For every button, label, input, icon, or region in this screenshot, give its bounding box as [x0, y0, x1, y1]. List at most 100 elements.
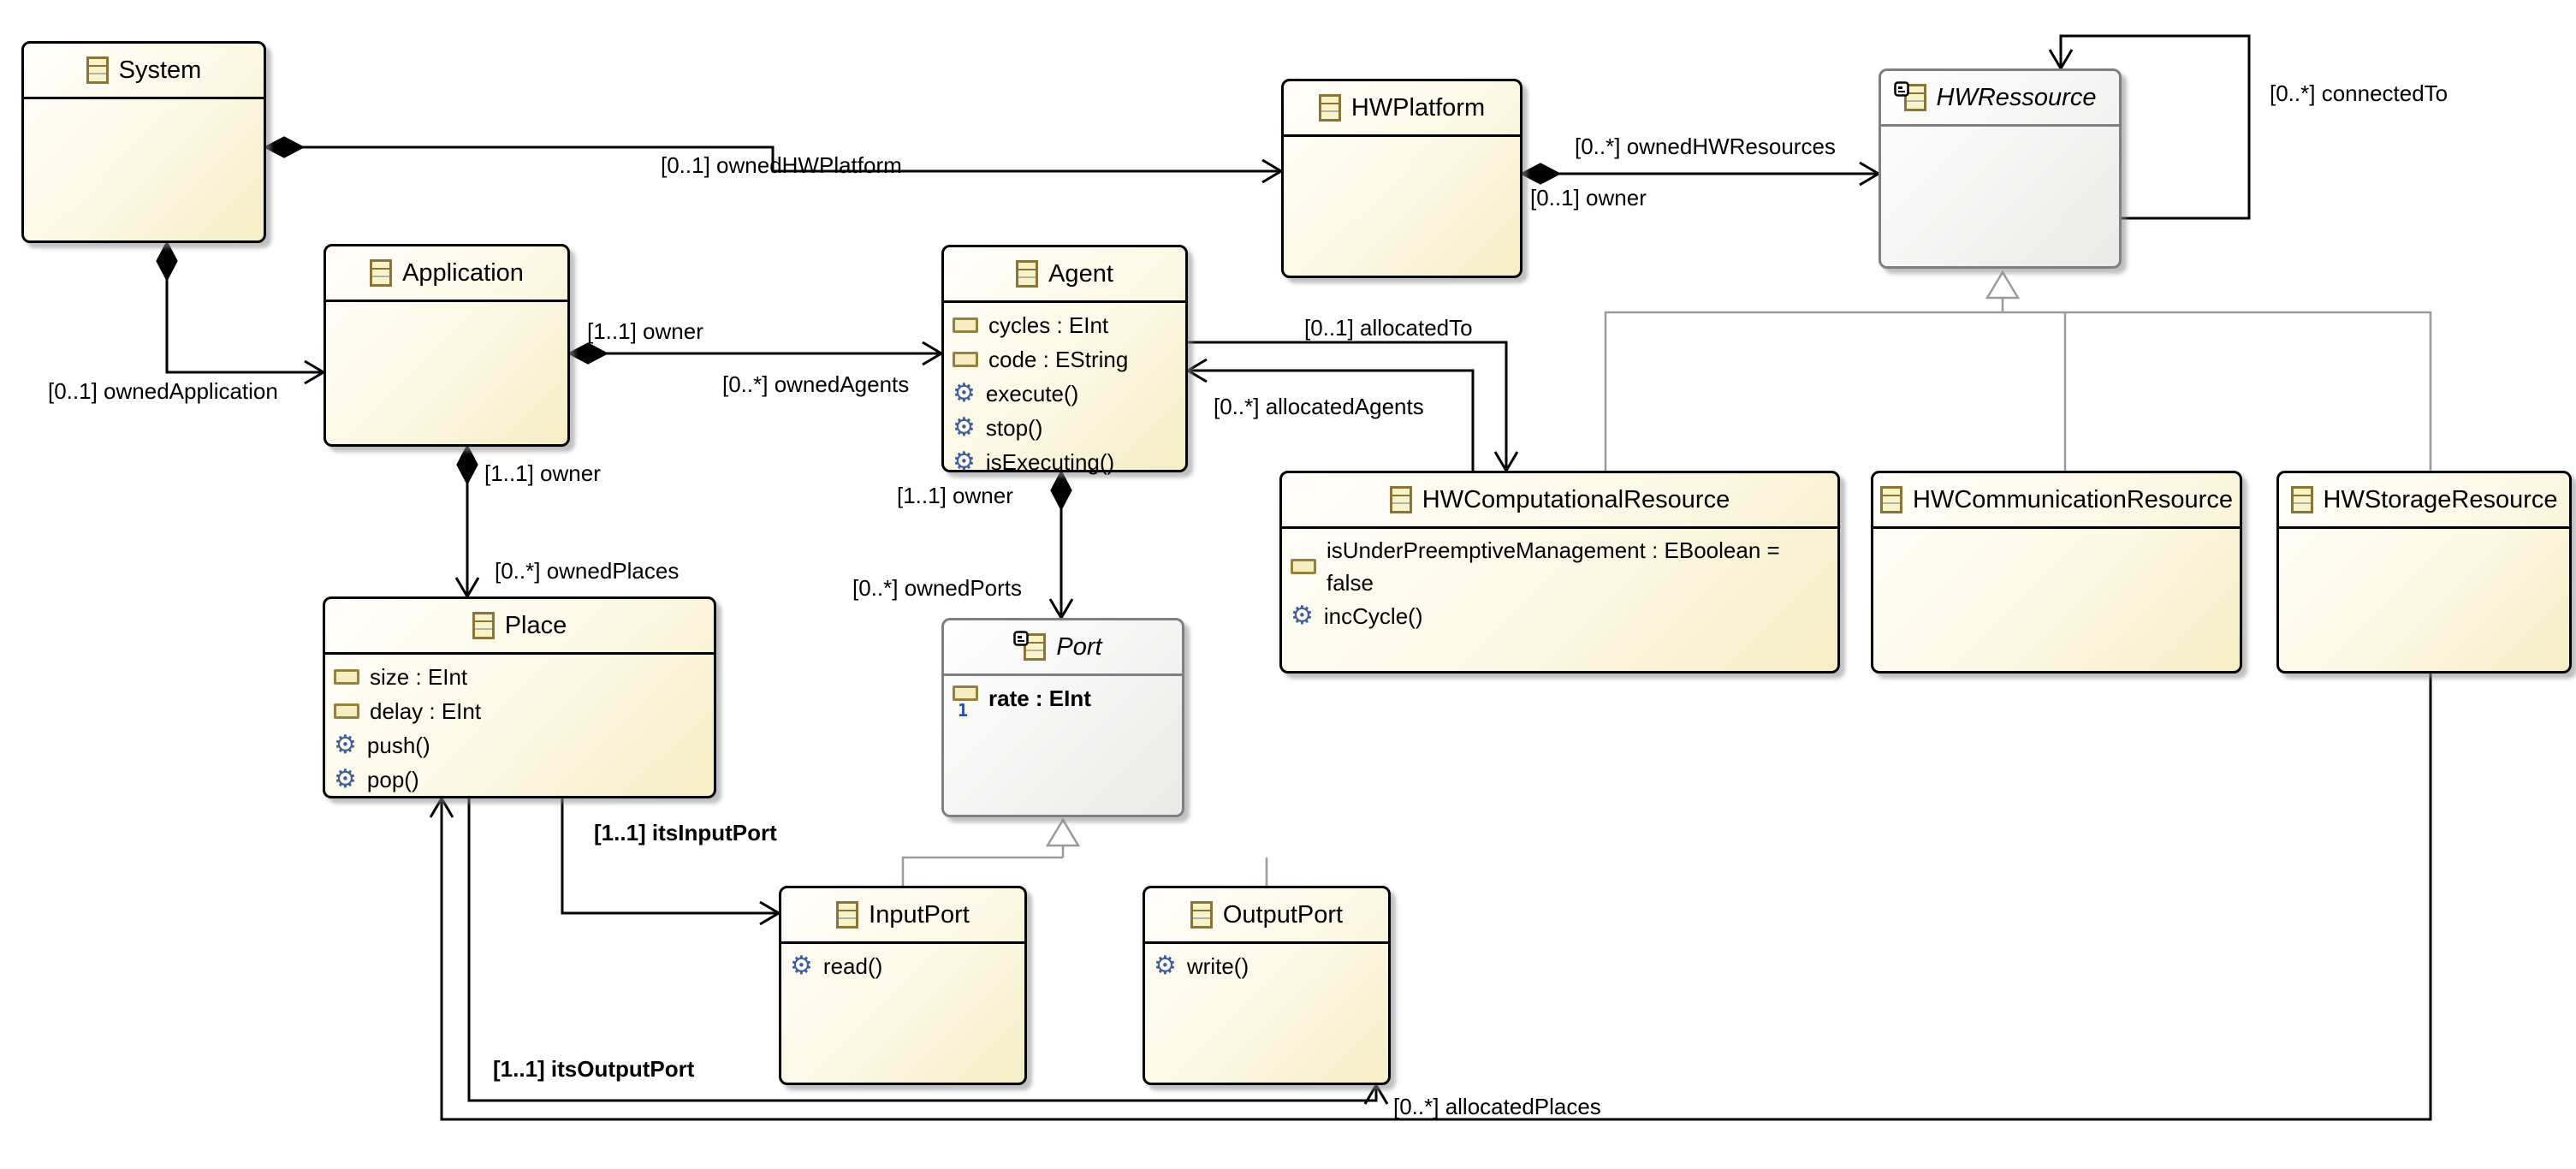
label-owner-application-agent[interactable]: [1..1] owner — [587, 318, 703, 344]
edge-generalization-hwressource[interactable] — [1604, 270, 2432, 471]
class-agent-header: Agent — [944, 247, 1185, 303]
operation-row[interactable]: ⚙ stop() — [953, 412, 1043, 442]
edge-allocated-agents[interactable] — [1185, 358, 1475, 471]
operation-row[interactable]: ⚙ write() — [1154, 951, 1249, 981]
class-inputport-header: InputPort — [781, 888, 1024, 944]
operation-row[interactable]: ⚙ execute() — [953, 378, 1079, 408]
abstract-badge-icon — [1013, 625, 1030, 653]
class-place[interactable]: Place size : EInt delay : EInt ⚙ push() … — [323, 596, 716, 798]
attribute-row[interactable]: delay : EInt — [334, 694, 710, 728]
operation-row[interactable]: ⚙ incCycle() — [1291, 601, 1423, 631]
label-owned-places[interactable]: [0..*] ownedPlaces — [495, 558, 680, 584]
operation-row[interactable]: ⚙ pop() — [334, 764, 419, 794]
eclass-icon — [472, 612, 495, 639]
label-owned-agents[interactable]: [0..*] ownedAgents — [722, 371, 910, 397]
class-outputport[interactable]: OutputPort ⚙ write() — [1143, 886, 1391, 1085]
class-title: Place — [504, 611, 567, 639]
class-inputport[interactable]: InputPort ⚙ read() — [779, 886, 1027, 1085]
class-system[interactable]: System — [21, 41, 266, 243]
class-title: HWRessource — [1936, 83, 2097, 111]
class-hwstorageresource-header: HWStorageResource — [2279, 473, 2569, 529]
label-owner-agent-port[interactable]: [1..1] owner — [897, 483, 1013, 508]
eclass-icon — [86, 56, 109, 84]
attribute-row[interactable]: cycles : EInt — [953, 308, 1182, 342]
edge-allocated-places[interactable] — [429, 674, 2432, 1121]
eattribute-icon — [953, 317, 978, 333]
class-hwressource-header: HWRessource — [1881, 71, 2119, 127]
edge-owned-ports[interactable] — [1048, 469, 1074, 620]
class-hwplatform[interactable]: HWPlatform — [1281, 79, 1522, 278]
edge-generalization-port[interactable] — [901, 817, 1268, 886]
eoperation-gear-icon: ⚙ — [1154, 951, 1177, 981]
label-connected-to[interactable]: [0..*] connectedTo — [2270, 80, 2448, 106]
eclass-icon — [1880, 486, 1903, 513]
attribute-row[interactable]: size : EInt — [334, 660, 710, 694]
edge-owned-hw-resources[interactable] — [1519, 161, 1881, 187]
class-hwstorageresource[interactable]: HWStorageResource — [2276, 471, 2572, 674]
class-port-header: Port — [944, 620, 1182, 676]
eclass-icon — [1016, 260, 1039, 288]
eoperation-gear-icon: ⚙ — [334, 764, 357, 794]
label-allocated-to[interactable]: [0..1] allocatedTo — [1304, 315, 1473, 341]
abstract-badge-icon — [1893, 75, 1909, 104]
class-title: HWPlatform — [1350, 93, 1486, 122]
edge-owned-hw-platform[interactable] — [263, 136, 1284, 184]
label-owned-application[interactable]: [0..1] ownedApplication — [48, 378, 278, 404]
class-title: OutputPort — [1222, 900, 1344, 929]
attribute-row[interactable]: code : EString — [953, 342, 1182, 377]
class-application[interactable]: Application — [323, 244, 570, 447]
eattribute-icon — [334, 703, 359, 719]
label-owned-hw-platform[interactable]: [0..1] ownedHWPlatform — [661, 152, 902, 178]
attribute-row[interactable]: 1 rate : EInt — [953, 681, 1178, 721]
eclass-icon — [1389, 486, 1412, 513]
class-system-header: System — [24, 44, 264, 99]
edge-its-input-port[interactable] — [561, 798, 781, 926]
eclass-icon — [1893, 81, 1926, 111]
label-owned-hw-resources[interactable]: [0..*] ownedHWResources — [1575, 134, 1836, 159]
class-title: HWCommunicationResource — [1913, 485, 2233, 513]
eoperation-gear-icon: ⚙ — [953, 412, 976, 442]
operation-row[interactable]: ⚙ isExecuting() — [953, 447, 1115, 477]
class-hwcommunicationresource[interactable]: HWCommunicationResource — [1871, 471, 2242, 674]
class-agent[interactable]: Agent cycles : EInt code : EString ⚙ exe… — [941, 245, 1188, 475]
class-port[interactable]: Port 1 rate : EInt — [941, 618, 1184, 817]
eoperation-gear-icon: ⚙ — [1291, 601, 1314, 631]
edge-its-output-port[interactable] — [467, 798, 1389, 1105]
class-title: HWComputationalResource — [1422, 485, 1730, 513]
label-owner-application-place[interactable]: [1..1] owner — [484, 460, 601, 486]
edge-owned-agents[interactable] — [567, 341, 944, 366]
label-owned-ports[interactable]: [0..*] ownedPorts — [852, 575, 1022, 601]
class-application-header: Application — [326, 246, 567, 302]
eattribute-icon — [334, 669, 359, 685]
eattribute-icon — [1291, 559, 1316, 574]
class-hwcomputationalresource-header: HWComputationalResource — [1282, 473, 1837, 529]
eattribute-icon — [953, 352, 978, 367]
class-title: Port — [1056, 632, 1102, 661]
class-title: Application — [402, 258, 524, 287]
label-its-input-port[interactable]: [1..1] itsInputPort — [594, 820, 777, 846]
class-place-header: Place — [325, 599, 714, 655]
label-allocated-places[interactable]: [0..*] allocatedPlaces — [1393, 1094, 1601, 1119]
attribute-row[interactable]: isUnderPreemptiveManagement : EBoolean =… — [1291, 534, 1834, 599]
class-title: HWStorageResource — [2323, 485, 2558, 513]
label-its-output-port[interactable]: [1..1] itsOutputPort — [493, 1056, 695, 1082]
eoperation-gear-icon: ⚙ — [953, 378, 976, 408]
class-hwcomputationalresource[interactable]: HWComputationalResource isUnderPreemptiv… — [1279, 471, 1840, 674]
edge-owned-places[interactable] — [454, 443, 480, 599]
eclass-icon — [1190, 901, 1213, 929]
operation-row[interactable]: ⚙ read() — [790, 951, 883, 981]
class-title: InputPort — [869, 900, 970, 929]
eclass-icon — [836, 901, 859, 929]
label-owner-hw-platform[interactable]: [0..1] owner — [1530, 185, 1647, 211]
eattribute-required-icon: 1 — [953, 684, 978, 721]
operation-row[interactable]: ⚙ push() — [334, 730, 430, 760]
class-hwressource[interactable]: HWRessource — [1879, 68, 2122, 269]
class-title: Agent — [1048, 259, 1113, 288]
label-allocated-agents[interactable]: [0..*] allocatedAgents — [1214, 394, 1424, 419]
edge-owned-application[interactable] — [156, 240, 326, 385]
eclass-icon — [370, 259, 393, 287]
class-outputport-header: OutputPort — [1145, 888, 1388, 944]
class-hwplatform-header: HWPlatform — [1284, 81, 1520, 137]
